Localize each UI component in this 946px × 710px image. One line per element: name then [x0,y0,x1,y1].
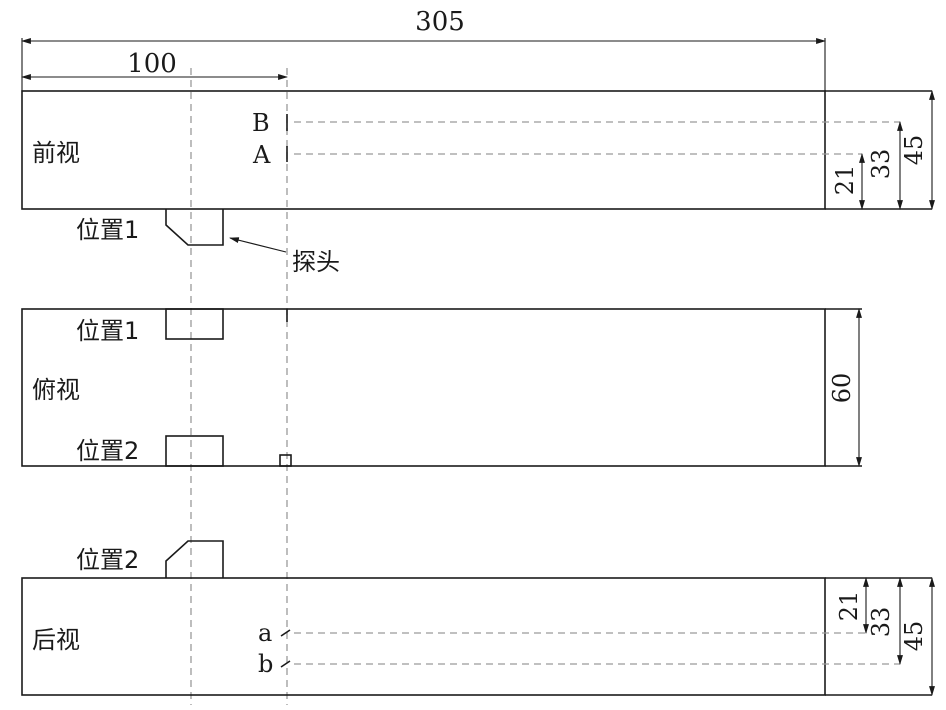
hole-small-square [279,454,292,467]
back-view-outline [21,577,826,696]
top-view-label: 俯视 [32,376,80,404]
back-dim-21-label: 21 [835,591,863,622]
position-1-label-front: 位置1 [76,216,139,244]
hole-a-back-label: a [258,619,272,647]
back-view: 后视 位置2 a b 21 33 45 [21,540,935,696]
probe-position-1-front [165,209,224,246]
front-view: 前视 B A 21 33 45 位置1 探头 [21,90,935,276]
probe-position-2-back [165,540,224,578]
top-view-outline [21,308,826,467]
dimension-100-label: 100 [127,49,177,79]
hole-b-back-label: b [258,650,273,678]
position-2-label-back: 位置2 [76,546,139,574]
hole-b-back-marker [280,660,291,668]
position-1-label-top: 位置1 [76,317,139,345]
front-dim-21-label: 21 [831,165,859,196]
front-dim-45-label: 45 [900,135,928,166]
front-view-label: 前视 [32,139,80,167]
hole-a-label: A [252,141,271,169]
front-dim-33-label: 33 [867,149,895,180]
probe-label: 探头 [292,248,340,276]
dimension-305: 305 [21,7,826,92]
back-dim-45-label: 45 [900,621,928,652]
dimension-100: 100 [21,49,288,80]
hole-a-back-marker [280,629,291,637]
back-view-label: 后视 [32,626,80,654]
top-dim-60-label: 60 [828,373,856,404]
back-dim-33-label: 33 [867,607,895,638]
probe-callout-arrow [229,237,287,253]
probe-position-1-top [165,308,224,340]
position-2-label-top: 位置2 [76,437,139,465]
front-view-outline [21,90,826,210]
hole-b-label: B [252,109,270,137]
top-view: 俯视 位置1 位置2 60 [21,308,862,467]
dimension-305-label: 305 [415,7,465,37]
probe-position-2-top [165,435,224,467]
